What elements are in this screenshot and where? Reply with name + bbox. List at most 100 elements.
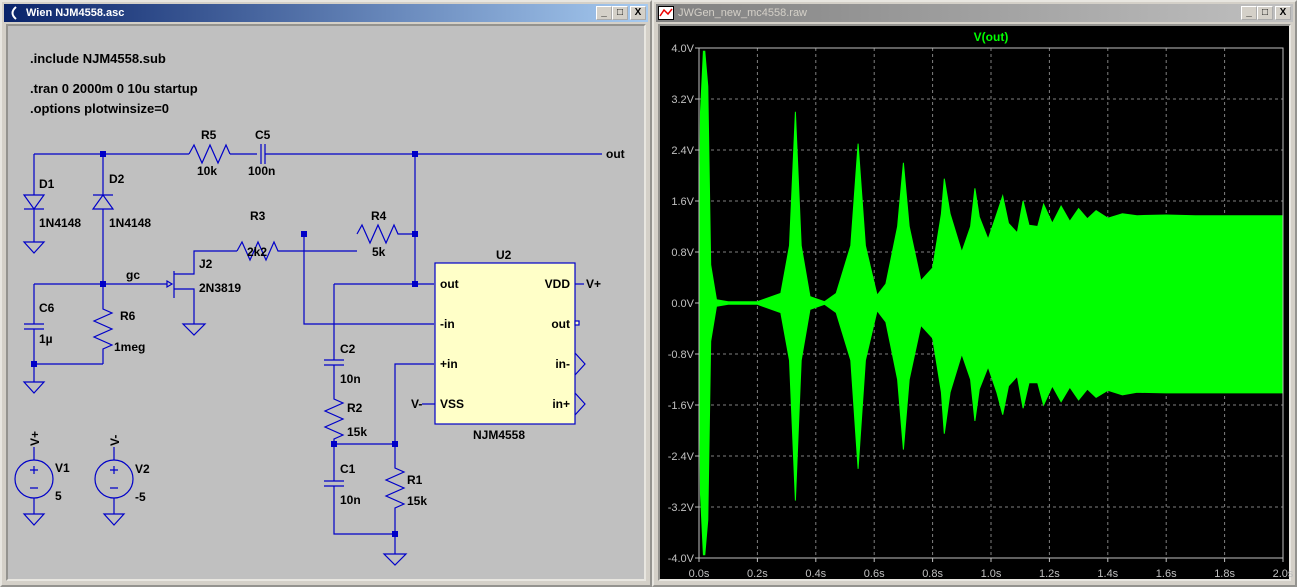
wire-minus-in [303, 234, 434, 325]
wire-plus-in [334, 363, 434, 445]
label-c6-ref: C6 [39, 301, 55, 315]
ground-icon [22, 498, 46, 526]
resistor-r3-symbol [236, 240, 357, 262]
label-d1-value: 1N4148 [39, 216, 81, 230]
net-label-vplus-u2: V+ [586, 277, 601, 291]
y-tick-label: 1.6V [671, 196, 694, 208]
jfet-gate-arrow [166, 279, 174, 289]
pin-out: out [440, 277, 459, 291]
net-label-vminus: V- [108, 435, 122, 446]
label-u2-value: NJM4558 [473, 428, 525, 442]
x-tick-label: 0.8s [922, 568, 943, 580]
label-c2-ref: C2 [340, 342, 356, 356]
resistor-r6-symbol [92, 284, 114, 364]
label-c5-ref: C5 [255, 128, 271, 142]
plot-frame [698, 47, 1284, 559]
minimize-button[interactable]: _ [1241, 6, 1257, 20]
label-j2-ref: J2 [199, 257, 213, 271]
label-v2-value: -5 [135, 490, 146, 504]
x-tick-label: 1.0s [981, 568, 1002, 580]
ground-icon [382, 534, 408, 566]
y-tick-label: 3.2V [671, 94, 694, 106]
diode-d2-symbol [91, 154, 115, 284]
capacitor-c6-symbol [24, 284, 103, 365]
directive-tran[interactable]: .tran 0 2000m 0 10u startup [30, 81, 198, 96]
y-tick-label: -0.8V [668, 349, 695, 361]
close-button[interactable]: X [630, 6, 646, 20]
maximize-button[interactable]: □ [612, 6, 628, 20]
label-r1-value: 15k [407, 494, 427, 508]
pin-vdd: VDD [545, 277, 571, 291]
label-v1-ref: V1 [55, 461, 70, 475]
y-tick-label: 4.0V [671, 43, 694, 55]
x-tick-label: 1.8s [1214, 568, 1235, 580]
label-r4-value: 5k [372, 245, 386, 259]
label-r3-ref: R3 [250, 209, 266, 223]
voltage-source-v1-symbol [14, 459, 54, 499]
label-d2-ref: D2 [109, 172, 125, 186]
diode-d1-symbol [22, 154, 46, 242]
pin-vss: VSS [440, 397, 464, 411]
maximize-button[interactable]: □ [1257, 6, 1273, 20]
y-tick-label: 2.4V [671, 145, 694, 157]
y-tick-label: -2.4V [668, 451, 695, 463]
window-title: JWGen_new_mc4558.raw [678, 7, 808, 19]
x-tick-label: 0.2s [747, 568, 768, 580]
pin-plus-in: +in [440, 357, 458, 371]
schematic-window[interactable]: Wien NJM4558.asc _ □ X .include NJM4558.… [0, 0, 652, 587]
label-c5-value: 100n [248, 164, 275, 178]
label-r5-ref: R5 [201, 128, 217, 142]
trace-label-vout[interactable]: V(out) [974, 30, 1009, 44]
net-label-out: out [606, 147, 625, 161]
label-r2-value: 15k [347, 425, 367, 439]
label-d1-ref: D1 [39, 177, 55, 191]
x-tick-label: 0.4s [805, 568, 826, 580]
schematic-canvas[interactable]: .include NJM4558.sub .tran 0 2000m 0 10u… [6, 24, 646, 581]
label-c2-value: 10n [340, 372, 361, 386]
x-tick-label: 0.6s [864, 568, 885, 580]
capacitor-c1-symbol [324, 444, 395, 535]
label-c6-value: 1µ [39, 332, 53, 346]
label-u2-ref: U2 [496, 248, 512, 262]
pin-in-minus: in- [555, 357, 570, 371]
label-c1-ref: C1 [340, 462, 356, 476]
schematic-drawing[interactable]: .include NJM4558.sub .tran 0 2000m 0 10u… [8, 26, 648, 583]
waveform-app-icon [658, 6, 674, 20]
net-label-gc: gc [126, 268, 140, 282]
ground-icon [102, 498, 126, 526]
label-r4-ref: R4 [371, 209, 387, 223]
directive-options[interactable]: .options plotwinsize=0 [30, 101, 169, 116]
x-tick-label: 1.2s [1039, 568, 1060, 580]
close-button[interactable]: X [1275, 6, 1291, 20]
y-tick-label: -3.2V [668, 502, 695, 514]
waveform-titlebar[interactable]: JWGen_new_mc4558.raw _ □ X [656, 4, 1293, 22]
pin-out2: out [551, 317, 570, 331]
capacitor-c2-resistor-r2 [323, 284, 345, 444]
y-tick-label: 0.0V [671, 298, 694, 310]
window-title: Wien NJM4558.asc [26, 7, 125, 19]
minimize-button[interactable]: _ [596, 6, 612, 20]
x-tick-label: 1.6s [1156, 568, 1177, 580]
pin-minus-in: -in [440, 317, 455, 331]
y-tick-label: 0.8V [671, 247, 694, 259]
net-label-vplus: V+ [28, 431, 42, 446]
ltspice-app-icon [6, 6, 22, 20]
label-r1-ref: R1 [407, 473, 423, 487]
x-tick-label: 2.0s [1273, 568, 1293, 580]
label-c1-value: 10n [340, 493, 361, 507]
resistor-r4-symbol [356, 223, 415, 245]
resistor-r1-symbol [384, 444, 406, 534]
y-tick-label: -4.0V [668, 553, 695, 565]
capacitor-c5-symbol [260, 144, 266, 164]
label-d2-value: 1N4148 [109, 216, 151, 230]
voltage-source-v2-symbol [94, 459, 134, 499]
schematic-titlebar[interactable]: Wien NJM4558.asc _ □ X [4, 4, 648, 22]
ground-icon [181, 323, 207, 336]
directive-include[interactable]: .include NJM4558.sub [30, 51, 166, 66]
label-r6-ref: R6 [120, 309, 136, 323]
label-r5-value: 10k [197, 164, 217, 178]
